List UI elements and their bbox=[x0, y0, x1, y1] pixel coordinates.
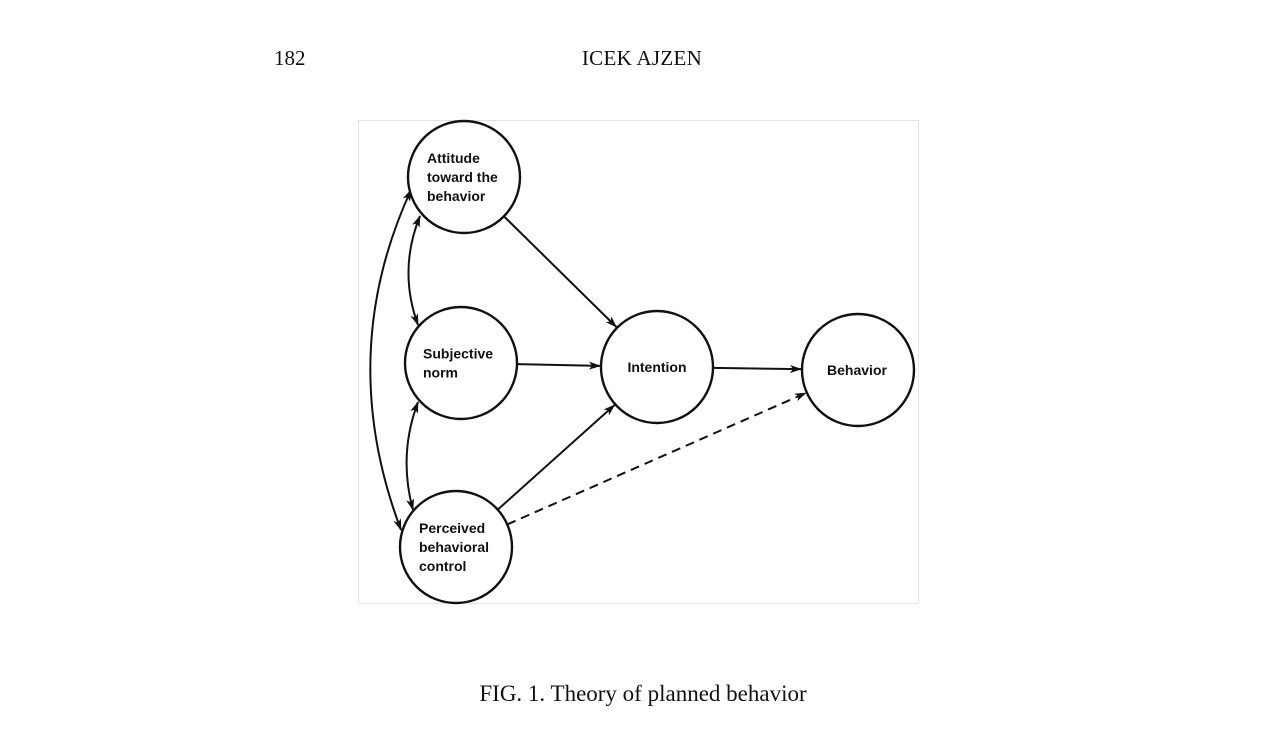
running-head: ICEK AJZEN bbox=[581, 46, 703, 70]
edge-attitude-to-intention bbox=[503, 215, 618, 328]
node-control: Perceived behavioral control bbox=[398, 489, 514, 605]
node-attitude: Attitude toward the behavior bbox=[406, 119, 522, 235]
node-label-norm: Subjective bbox=[423, 346, 493, 362]
node-intention: Intention bbox=[599, 309, 715, 425]
node-label-intention: Intention bbox=[627, 359, 686, 375]
node-label-control: Perceived bbox=[419, 520, 485, 536]
edge-control-to-behavior bbox=[506, 392, 807, 526]
edge-attitude-to-control bbox=[369, 189, 412, 531]
edge-norm-to-intention bbox=[516, 361, 602, 370]
edge-intention-to-behavior bbox=[712, 364, 803, 373]
edge-norm-to-control bbox=[405, 401, 419, 511]
page-number: 182 bbox=[274, 46, 306, 70]
node-circle-norm bbox=[403, 305, 519, 421]
node-circle-behavior bbox=[800, 312, 916, 428]
edges-layer bbox=[369, 189, 807, 531]
node-label-norm: norm bbox=[423, 365, 458, 381]
node-label-attitude: toward the bbox=[427, 169, 498, 185]
node-label-control: control bbox=[419, 558, 466, 574]
node-circle-attitude bbox=[406, 119, 522, 235]
figure-caption: FIG. 1. Theory of planned behavior bbox=[479, 681, 807, 706]
node-norm: Subjective norm bbox=[403, 305, 519, 421]
node-label-attitude: Attitude bbox=[427, 150, 480, 166]
node-label-control: behavioral bbox=[419, 539, 489, 555]
figure-frame bbox=[358, 120, 919, 604]
node-circle-intention bbox=[599, 309, 715, 425]
edge-control-to-intention bbox=[497, 404, 616, 511]
node-label-attitude: behavior bbox=[427, 188, 486, 204]
node-label-behavior: Behavior bbox=[827, 362, 887, 378]
edge-attitude-to-norm bbox=[407, 215, 421, 326]
node-circle-control bbox=[398, 489, 514, 605]
node-behavior: Behavior bbox=[800, 312, 916, 428]
